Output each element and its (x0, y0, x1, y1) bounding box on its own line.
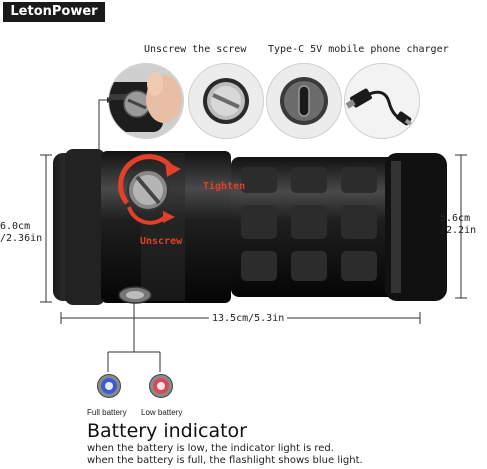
caption-charger: Type-C 5V mobile phone charger (268, 44, 449, 55)
led-highlight (157, 382, 165, 390)
height-right-cm: 5.6cm (440, 213, 471, 224)
brand-logo: LetonPower (3, 2, 105, 22)
battery-low-description: when the battery is low, the indicator l… (87, 443, 334, 454)
height-left-cm: 6.0cm (0, 221, 31, 232)
length-label: 13.5cm/5.3in (209, 313, 288, 325)
led-highlight (105, 382, 113, 390)
flashlight-illustration (53, 149, 447, 305)
low-battery-led-icon (149, 374, 173, 398)
height-left-in: /2.36in (0, 233, 43, 244)
type-c-port-photo (266, 63, 342, 139)
screw-cap-photo (188, 63, 264, 139)
battery-full-description: when the battery is full, the flashlight… (87, 455, 363, 466)
hand-unscrewing-photo (108, 63, 184, 139)
battery-indicator-title: Battery indicator (87, 420, 247, 442)
charging-cable-photo (344, 63, 420, 139)
full-battery-led-icon (97, 374, 121, 398)
tighten-label: Tighten (203, 181, 246, 192)
low-battery-label: Low battery (141, 408, 183, 417)
full-battery-label: Full battery (87, 408, 127, 417)
unscrew-label: Unscrew (140, 236, 183, 247)
caption-unscrew-screw: Unscrew the screw (144, 44, 247, 55)
height-right-in: /2.2in (440, 225, 477, 236)
